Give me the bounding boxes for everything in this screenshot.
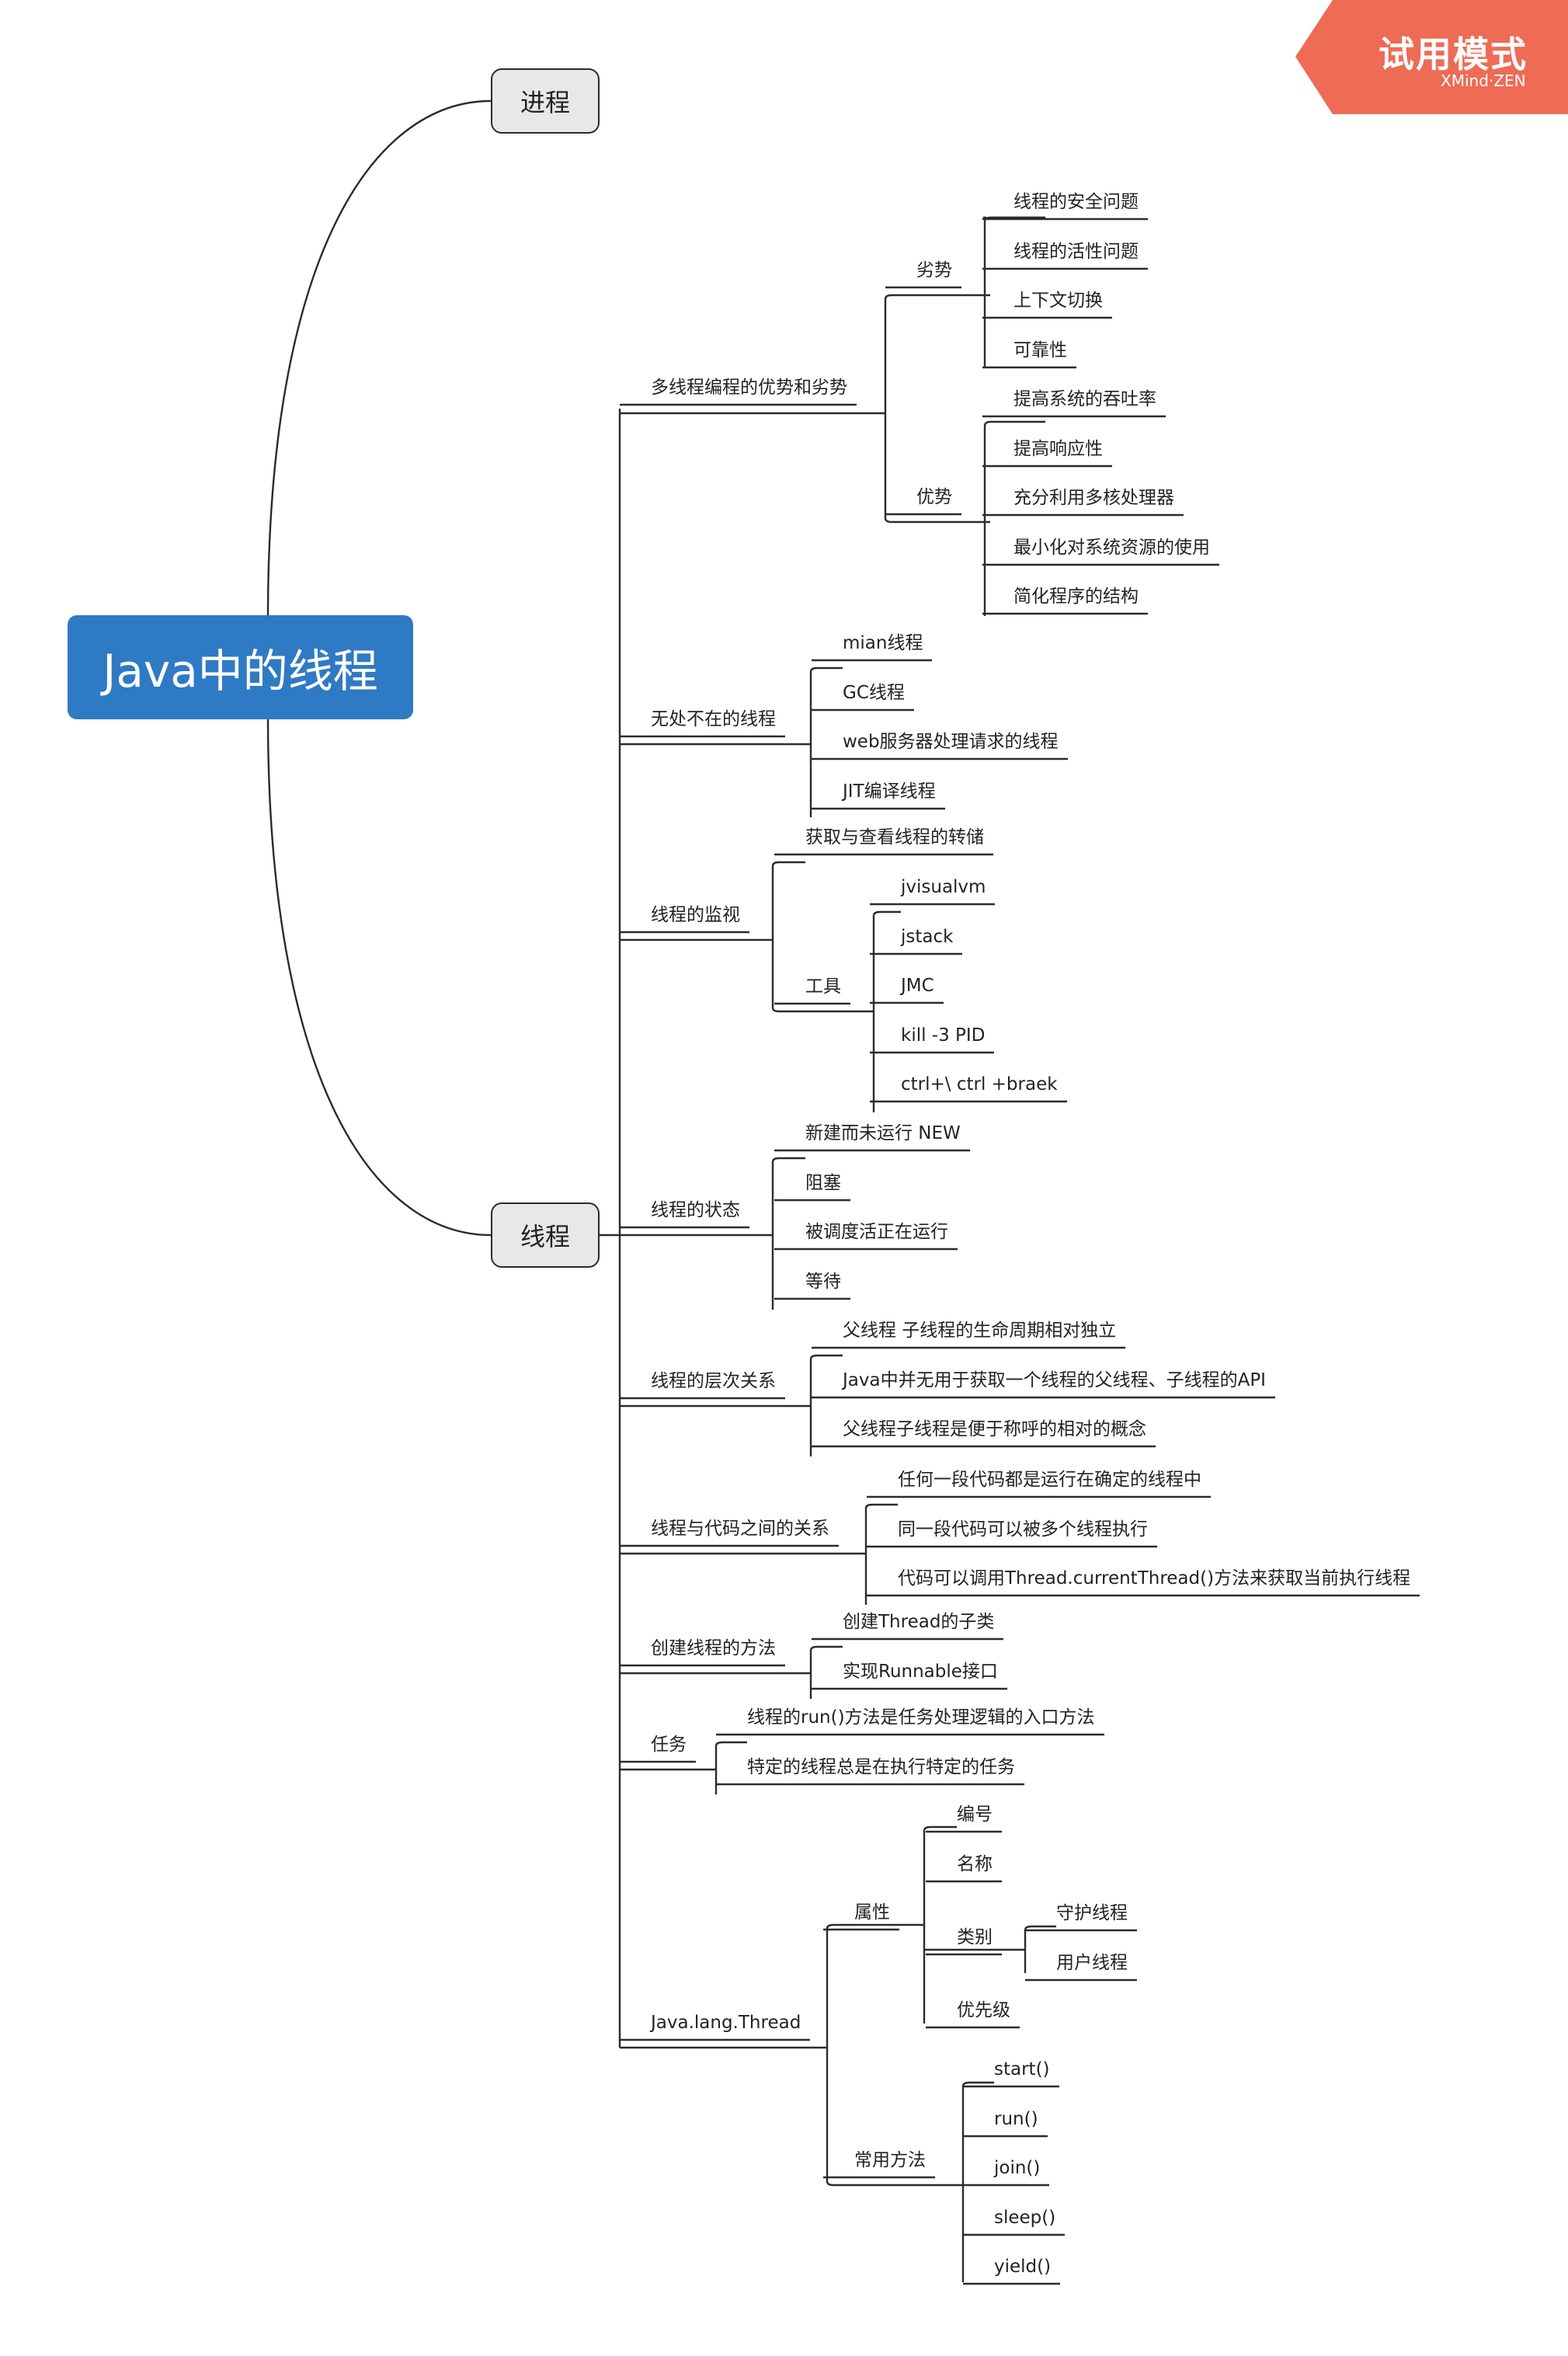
leaf-tool-0[interactable]: jvisualvm	[901, 877, 986, 897]
leaf-state-2[interactable]: 被调度活正在运行	[805, 1222, 948, 1242]
branch-attributes[interactable]: 属性	[854, 1902, 890, 1923]
leaf-task-1[interactable]: 特定的线程总是在执行特定的任务	[747, 1757, 1015, 1777]
leaf-disadvantage-0[interactable]: 线程的安全问题	[1013, 192, 1139, 212]
leaf-method-0[interactable]: start()	[994, 2059, 1050, 2079]
leaf-task-0[interactable]: 线程的run()方法是任务处理逻辑的入口方法	[747, 1707, 1095, 1728]
leaf-hierarchy-2[interactable]: 父线程子线程是便于称呼的相对的概念	[843, 1419, 1146, 1439]
subtopic-state[interactable]: 线程的状态	[651, 1200, 740, 1220]
leaf-code-2[interactable]: 代码可以调用Thread.currentThread()方法来获取当前执行线程	[898, 1568, 1411, 1589]
subtopic-thread-class[interactable]: Java.lang.Thread	[651, 2013, 801, 2033]
topic-process[interactable]: 进程	[491, 68, 600, 134]
leaf-hierarchy-1[interactable]: Java中并无用于获取一个线程的父线程、子线程的API	[843, 1370, 1266, 1390]
subtopic-multi[interactable]: 多线程编程的优势和劣势	[651, 378, 847, 398]
leaf-advantage-1[interactable]: 提高响应性	[1013, 439, 1103, 459]
branch-methods[interactable]: 常用方法	[854, 2150, 926, 2170]
leaf-advantage-2[interactable]: 充分利用多核处理器	[1013, 488, 1174, 508]
leaf-state-3[interactable]: 等待	[805, 1272, 841, 1292]
trial-badge-title: 试用模式	[1379, 33, 1528, 75]
leaf-create-1[interactable]: 实现Runnable接口	[843, 1662, 998, 1682]
leaf-everywhere-2[interactable]: web服务器处理请求的线程	[843, 732, 1059, 752]
leaf-everywhere-1[interactable]: GC线程	[843, 683, 905, 703]
branch-category[interactable]: 类别	[957, 1927, 993, 1947]
subtopic-code[interactable]: 线程与代码之间的关系	[651, 1519, 829, 1539]
leaf-code-1[interactable]: 同一段代码可以被多个线程执行	[898, 1519, 1148, 1540]
leaf-method-1[interactable]: run()	[994, 2109, 1038, 2129]
subtopic-monitor[interactable]: 线程的监视	[651, 905, 740, 925]
subtopic-everywhere[interactable]: 无处不在的线程	[651, 709, 776, 729]
branch-tools[interactable]: 工具	[805, 976, 841, 997]
branch-advantage[interactable]: 优势	[916, 487, 952, 507]
leaf-disadvantage-1[interactable]: 线程的活性问题	[1013, 242, 1139, 262]
trial-badge-subtitle: XMind·ZEN	[1441, 71, 1526, 90]
leaf-disadvantage-2[interactable]: 上下文切换	[1013, 291, 1103, 311]
topic-thread[interactable]: 线程	[491, 1202, 600, 1268]
trial-badge	[1295, 0, 1568, 114]
leaf-tool-2[interactable]: JMC	[901, 976, 934, 996]
leaf-attr-priority[interactable]: 优先级	[957, 2000, 1010, 2020]
leaf-tool-1[interactable]: jstack	[901, 927, 954, 947]
subtopic-create[interactable]: 创建线程的方法	[651, 1638, 776, 1658]
leaf-advantage-0[interactable]: 提高系统的吞吐率	[1013, 389, 1156, 409]
leaf-method-2[interactable]: join()	[994, 2158, 1041, 2178]
leaf-state-0[interactable]: 新建而未运行 NEW	[805, 1123, 961, 1143]
leaf-attr-id[interactable]: 编号	[957, 1804, 993, 1825]
subtopic-hierarchy[interactable]: 线程的层次关系	[651, 1371, 776, 1391]
leaf-tool-3[interactable]: kill -3 PID	[901, 1025, 986, 1046]
leaf-hierarchy-0[interactable]: 父线程 子线程的生命周期相对独立	[843, 1321, 1117, 1341]
leaf-advantage-3[interactable]: 最小化对系统资源的使用	[1013, 538, 1210, 558]
branch-disadvantage[interactable]: 劣势	[916, 260, 952, 280]
leaf-everywhere-3[interactable]: JIT编译线程	[843, 781, 936, 802]
leaf-disadvantage-3[interactable]: 可靠性	[1013, 340, 1067, 360]
leaf-method-4[interactable]: yield()	[994, 2257, 1052, 2277]
leaf-tool-4[interactable]: ctrl+\ ctrl +braek	[901, 1074, 1058, 1094]
leaf-method-3[interactable]: sleep()	[994, 2208, 1056, 2228]
leaf-code-0[interactable]: 任何一段代码都是运行在确定的线程中	[898, 1470, 1201, 1490]
leaf-attr-name[interactable]: 名称	[957, 1854, 993, 1874]
subtopic-task[interactable]: 任务	[651, 1735, 687, 1755]
leaf-category-0[interactable]: 守护线程	[1056, 1903, 1128, 1923]
root-topic[interactable]: Java中的线程	[68, 615, 413, 719]
leaf-state-1[interactable]: 阻塞	[805, 1173, 841, 1193]
leaf-category-1[interactable]: 用户线程	[1056, 1953, 1128, 1973]
leaf-monitor-dump[interactable]: 获取与查看线程的转储	[805, 827, 984, 847]
leaf-advantage-4[interactable]: 简化程序的结构	[1013, 586, 1139, 607]
leaf-everywhere-0[interactable]: mian线程	[843, 633, 923, 653]
leaf-create-0[interactable]: 创建Thread的子类	[843, 1612, 995, 1632]
